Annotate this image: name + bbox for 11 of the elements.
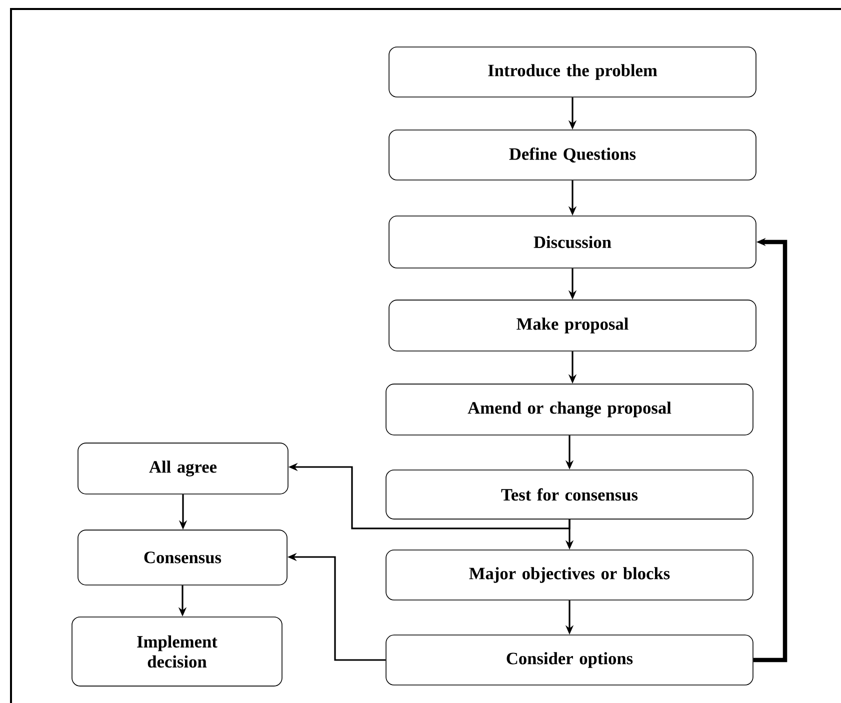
process-box: Make proposal — [388, 300, 756, 352]
process-box: Test for consensus — [386, 470, 754, 520]
process-box: Discussion — [388, 216, 756, 268]
process-box: All agree — [78, 442, 288, 494]
process-box: Implement decision — [72, 616, 282, 686]
process-box: Consider options — [386, 634, 754, 686]
process-box: Major objectives or blocks — [386, 550, 754, 600]
process-box: Introduce the problem — [388, 46, 756, 98]
process-box: Define Questions — [388, 130, 756, 180]
process-box: Consensus — [78, 530, 288, 586]
process-box: Amend or change proposal — [386, 384, 754, 436]
